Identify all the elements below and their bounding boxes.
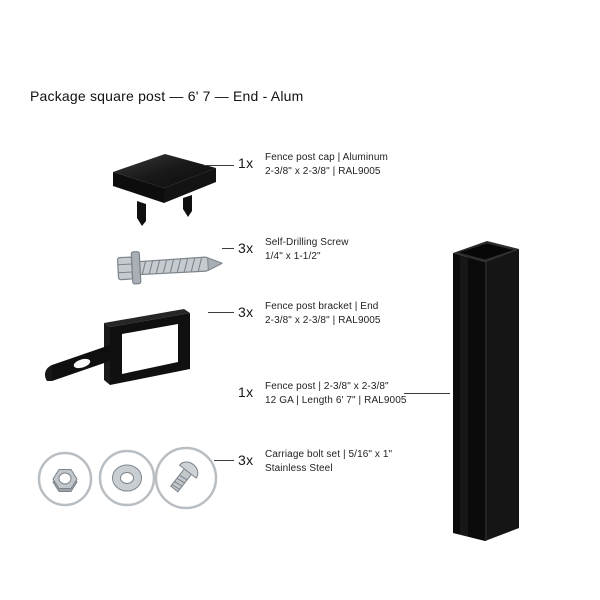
item-description: Fence post | 2-3/8" x 2-3/8" 12 GA | Len…: [265, 380, 407, 408]
item-description: Self-Drilling Screw 1/4" x 1-1/2": [265, 236, 349, 264]
item-description-line: 12 GA | Length 6' 7" | RAL9005: [265, 395, 407, 406]
page-title: Package square post — 6' 7 — End - Alum: [30, 88, 304, 104]
item-description-line: Fence post cap | Aluminum: [265, 152, 388, 163]
leader-line-bracket: [208, 312, 234, 313]
item-description-line: 1/4" x 1-1/2": [265, 251, 321, 262]
leader-line-screw: [222, 248, 234, 249]
item-description: Fence post cap | Aluminum 2-3/8" x 2-3/8…: [265, 151, 388, 179]
leader-line-bolt-set: [214, 460, 234, 461]
item-quantity: 3x: [238, 240, 254, 256]
item-description: Carriage bolt set | 5/16" x 1" Stainless…: [265, 448, 392, 476]
item-description-line: Stainless Steel: [265, 463, 333, 474]
fence-post-cap-illustration: [113, 154, 216, 226]
fence-post-illustration: [453, 241, 519, 541]
carriage-bolt-set-illustration: [37, 446, 218, 510]
leader-line-cap: [204, 165, 234, 166]
self-drilling-screw-illustration: [116, 251, 223, 285]
item-description: Fence post bracket | End 2-3/8" x 2-3/8"…: [265, 300, 381, 328]
leader-line-post: [404, 393, 450, 394]
item-description-line: Fence post | 2-3/8" x 2-3/8": [265, 381, 389, 392]
item-quantity: 1x: [238, 155, 254, 171]
item-description-line: Fence post bracket | End: [265, 301, 379, 312]
item-quantity: 3x: [238, 304, 254, 320]
fence-post-bracket-illustration: [44, 309, 190, 385]
item-quantity: 1x: [238, 384, 254, 400]
item-description-line: Self-Drilling Screw: [265, 237, 349, 248]
item-quantity: 3x: [238, 452, 254, 468]
item-description-line: 2-3/8" x 2-3/8" | RAL9005: [265, 315, 381, 326]
item-description-line: 2-3/8" x 2-3/8" | RAL9005: [265, 166, 381, 177]
item-description-line: Carriage bolt set | 5/16" x 1": [265, 449, 393, 460]
